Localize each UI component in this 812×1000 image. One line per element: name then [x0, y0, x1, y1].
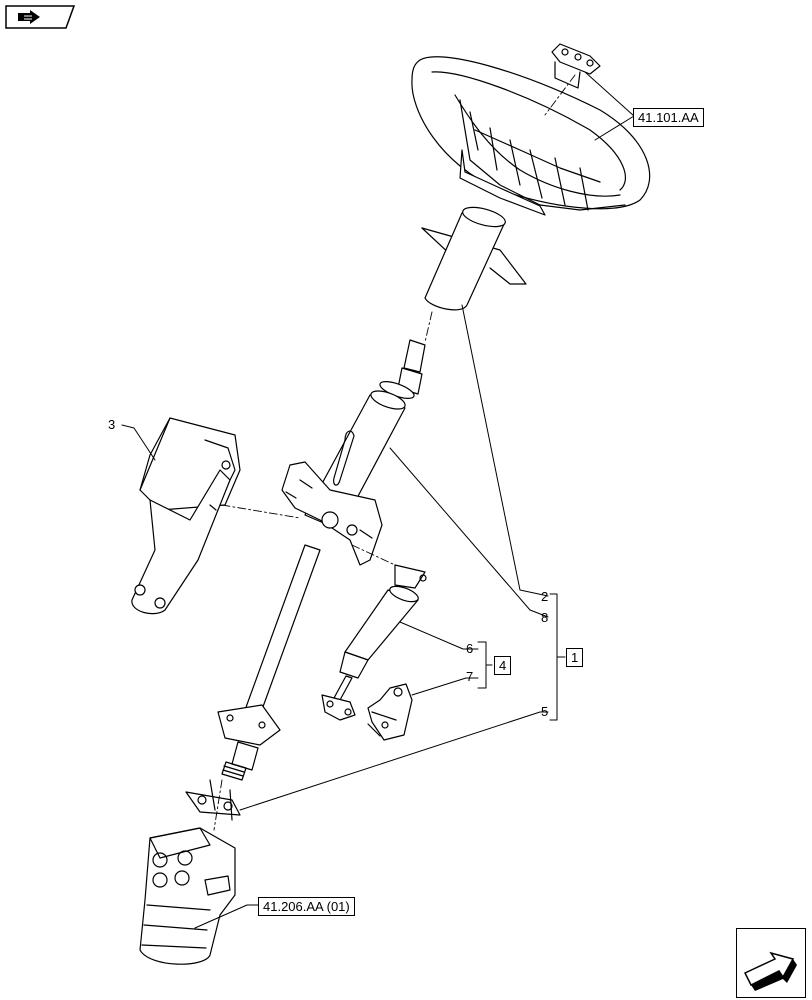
callout-6: 6	[466, 641, 474, 656]
callout-3: 3	[108, 417, 116, 432]
centerline-upper	[424, 311, 433, 343]
callout-1[interactable]: 1	[566, 648, 584, 667]
callout-2: 2	[541, 589, 549, 604]
steering-unit-drawing	[139, 827, 236, 965]
book-arrow-icon	[5, 5, 76, 29]
next-page-arrow-icon	[743, 951, 797, 991]
upper-tube-drawing	[421, 206, 527, 311]
ref-steering-wheel[interactable]: 41.101.AA	[633, 108, 704, 127]
callout-8: 8	[541, 610, 549, 625]
tilt-bracket-drawing	[131, 417, 241, 615]
centerline-bracket	[221, 504, 301, 519]
top-nav-button[interactable]	[4, 4, 76, 29]
next-page-button[interactable]	[736, 928, 806, 998]
centerline-strut	[351, 544, 396, 566]
gas-strut-drawing	[321, 564, 427, 721]
steering-wheel-drawing	[411, 43, 651, 216]
centerline-lower	[213, 779, 223, 831]
callout-7: 7	[466, 669, 474, 684]
callout-5: 5	[541, 704, 549, 719]
steering-column-drawing	[185, 339, 426, 821]
ref-steering-unit[interactable]: 41.206.AA (01)	[258, 897, 355, 916]
centerline-hub	[544, 74, 576, 116]
callout-4[interactable]: 4	[494, 656, 512, 675]
strut-bracket-drawing	[367, 683, 413, 741]
